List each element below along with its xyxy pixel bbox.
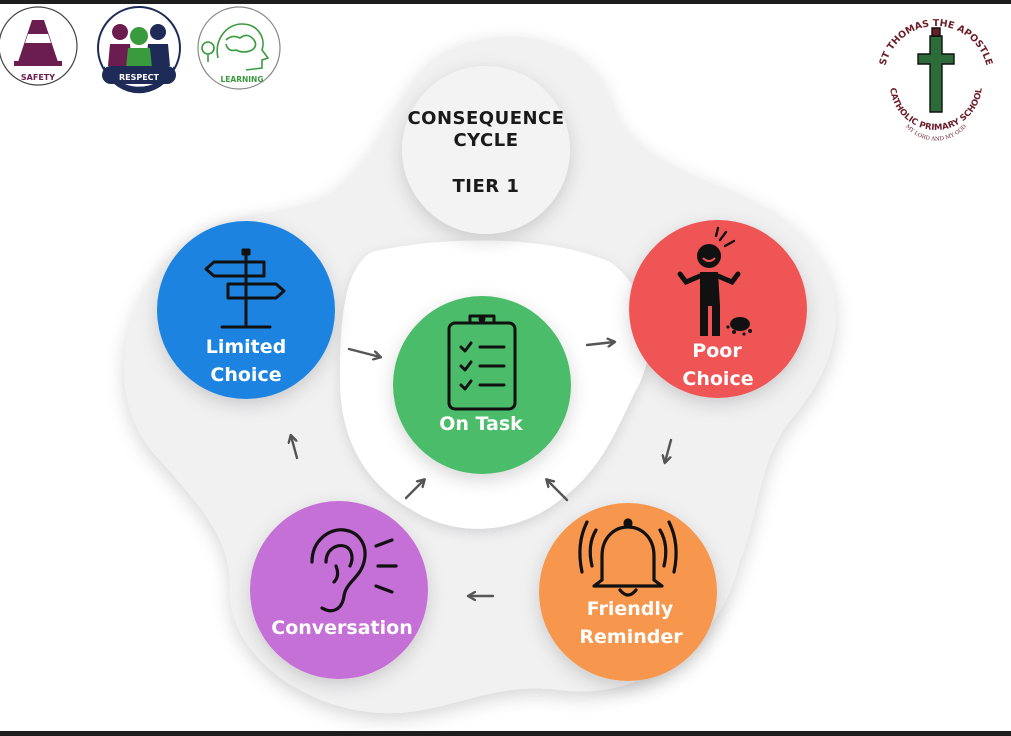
- title-circle: CONSEQUENCE CYCLE TIER 1: [402, 66, 570, 234]
- top-border: [0, 0, 1011, 4]
- arrow-poor-to-reminder: [665, 438, 673, 462]
- safety-label: SAFETY: [21, 73, 55, 82]
- on-task-label: On Task: [439, 413, 523, 435]
- friendly-reminder-line-2: Reminder: [579, 626, 683, 648]
- limited-choice-line-1: Limited: [206, 336, 287, 358]
- conversation-label: Conversation: [271, 617, 412, 639]
- arrow-conversation-to-ontask: [404, 480, 424, 500]
- signpost-icon: [204, 248, 286, 329]
- people-group-icon: [108, 24, 170, 68]
- node-on-task: On Task: [393, 296, 571, 474]
- school-crest: ST THOMAS THE APOSTLE CATHOLIC PRIMARY S…: [878, 18, 995, 143]
- arrow-conversation-to-limited: [291, 436, 299, 460]
- friendly-reminder-line-1: Friendly: [587, 598, 674, 620]
- cycle-arrows: [291, 342, 673, 596]
- poor-choice-line-1: Poor: [692, 340, 742, 362]
- arrow-reminder-to-ontask: [547, 480, 569, 502]
- learning-badge: LEARNING: [197, 6, 281, 90]
- respect-badge: RESPECT: [97, 6, 181, 94]
- brain-head-icon: [201, 23, 270, 71]
- ringing-bell-icon: [578, 518, 678, 597]
- respect-label: RESPECT: [119, 73, 160, 82]
- node-poor-choice: Poor Choice: [629, 220, 807, 398]
- title-line-3: TIER 1: [453, 176, 520, 197]
- node-conversation: Conversation: [250, 501, 428, 679]
- traffic-cone-icon: [14, 20, 62, 66]
- safety-badge: SAFETY: [0, 6, 78, 86]
- frustrated-person-icon: [677, 226, 752, 336]
- node-limited-choice: Limited Choice: [157, 221, 335, 399]
- cross-icon: [917, 27, 955, 113]
- bottom-border: [0, 731, 1011, 736]
- clipboard-checklist-icon: [447, 314, 517, 411]
- title-line-2: CYCLE: [453, 130, 518, 151]
- node-friendly-reminder: Friendly Reminder: [539, 503, 717, 681]
- arrow-ontask-to-poor: [585, 342, 614, 345]
- title-line-1: CONSEQUENCE: [407, 108, 564, 129]
- poor-choice-line-2: Choice: [682, 368, 753, 390]
- learning-label: LEARNING: [221, 75, 264, 84]
- limited-choice-line-2: Choice: [210, 364, 281, 386]
- arrow-limited-to-ontask: [347, 347, 380, 357]
- ear-listening-icon: [310, 528, 398, 613]
